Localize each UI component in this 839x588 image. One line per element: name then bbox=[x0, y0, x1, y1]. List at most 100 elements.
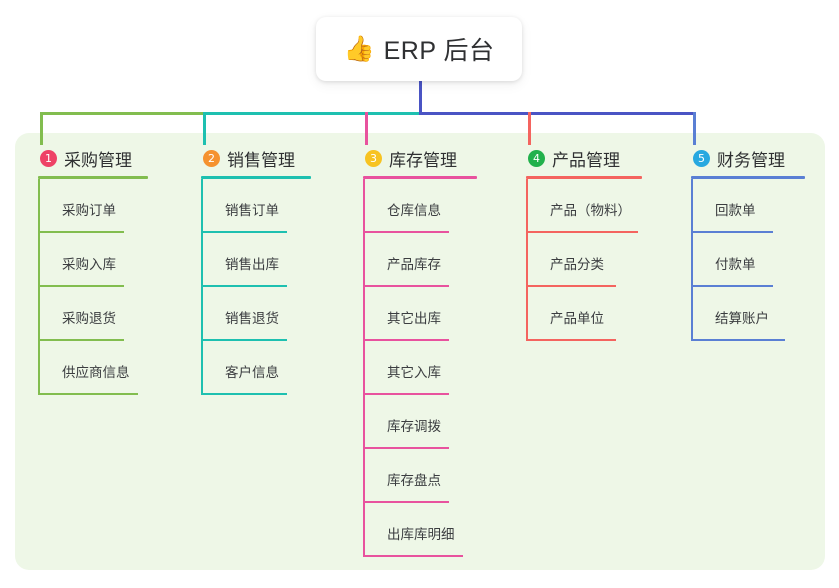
mindmap-item-underline bbox=[363, 393, 449, 395]
mindmap-panel bbox=[15, 133, 825, 570]
number-badge-icon: 1 bbox=[40, 149, 57, 167]
branch-spine bbox=[38, 179, 40, 395]
mindmap-item-label: 产品（物料） bbox=[550, 203, 631, 218]
mindmap-item-label: 客户信息 bbox=[225, 365, 279, 380]
column-underline bbox=[363, 176, 477, 179]
mindmap-item[interactable]: 采购订单 bbox=[38, 179, 148, 233]
branch-spine bbox=[363, 179, 365, 557]
mindmap-item[interactable]: 付款单 bbox=[691, 233, 805, 287]
mindmap-item[interactable]: 库存盘点 bbox=[363, 449, 477, 503]
mindmap-item-underline bbox=[526, 285, 616, 287]
column-items: 采购订单采购入库采购退货供应商信息 bbox=[38, 179, 148, 395]
mindmap-item[interactable]: 其它入库 bbox=[363, 341, 477, 395]
mindmap-item[interactable]: 销售出库 bbox=[201, 233, 311, 287]
column-underline bbox=[526, 176, 642, 179]
root-title: ERP 后台 bbox=[383, 37, 495, 65]
mindmap-item[interactable]: 结算账户 bbox=[691, 287, 805, 341]
mindmap-item[interactable]: 产品分类 bbox=[526, 233, 642, 287]
column-header-5[interactable]: 5 财务管理 bbox=[691, 145, 805, 171]
root-node[interactable]: 👍 ERP 后台 bbox=[316, 17, 522, 81]
mindmap-item[interactable]: 回款单 bbox=[691, 179, 805, 233]
column-items: 产品（物料） 产品分类产品单位 bbox=[526, 179, 642, 341]
connector-root-drop bbox=[419, 81, 422, 115]
connector-bus-purple bbox=[419, 112, 696, 115]
mindmap-item-label: 其它出库 bbox=[387, 311, 441, 326]
mindmap-item[interactable]: 产品库存 bbox=[363, 233, 477, 287]
mindmap-item[interactable]: 采购入库 bbox=[38, 233, 148, 287]
mindmap-item[interactable]: 出库库明细 bbox=[363, 503, 477, 557]
mindmap-item-label: 付款单 bbox=[715, 257, 756, 272]
mindmap-item-underline bbox=[363, 447, 449, 449]
mindmap-item[interactable]: 仓库信息 bbox=[363, 179, 477, 233]
mindmap-item-underline bbox=[691, 285, 773, 287]
mindmap-item[interactable]: 销售订单 bbox=[201, 179, 311, 233]
mindmap-item-label: 采购入库 bbox=[62, 257, 116, 272]
mindmap-item-label: 库存盘点 bbox=[387, 473, 441, 488]
mindmap-item-underline bbox=[526, 339, 616, 341]
connector-drop-3 bbox=[365, 112, 368, 145]
column-underline bbox=[691, 176, 805, 179]
column-items: 回款单付款单结算账户 bbox=[691, 179, 805, 341]
mindmap-item-label: 销售订单 bbox=[225, 203, 279, 218]
mindmap-item-label: 采购退货 bbox=[62, 311, 116, 326]
column-underline bbox=[38, 176, 148, 179]
mindmap-item-underline bbox=[38, 285, 124, 287]
mindmap-item-underline bbox=[526, 231, 638, 233]
mindmap-item-underline bbox=[691, 339, 785, 341]
mindmap-item-underline bbox=[201, 285, 287, 287]
mindmap-item-label: 回款单 bbox=[715, 203, 756, 218]
column-title: 采购管理 bbox=[64, 150, 132, 170]
mindmap-column: 1 采购管理采购订单采购入库采购退货供应商信息 bbox=[38, 145, 148, 395]
mindmap-item-label: 库存调拨 bbox=[387, 419, 441, 434]
mindmap-item-label: 其它入库 bbox=[387, 365, 441, 380]
mindmap-item-underline bbox=[38, 339, 124, 341]
mindmap-item-underline bbox=[363, 285, 449, 287]
mindmap-item[interactable]: 供应商信息 bbox=[38, 341, 148, 395]
branch-spine bbox=[691, 179, 693, 341]
column-title: 库存管理 bbox=[389, 150, 457, 170]
mindmap-item[interactable]: 库存调拨 bbox=[363, 395, 477, 449]
mindmap-item[interactable]: 产品（物料） bbox=[526, 179, 642, 233]
connector-bus-teal bbox=[203, 112, 422, 115]
column-header-1[interactable]: 1 采购管理 bbox=[38, 145, 148, 171]
number-badge-icon: 5 bbox=[693, 149, 710, 167]
mindmap-item-underline bbox=[201, 339, 287, 341]
mindmap-item-label: 销售出库 bbox=[225, 257, 279, 272]
mindmap-item[interactable]: 其它出库 bbox=[363, 287, 477, 341]
mindmap-item-label: 销售退货 bbox=[225, 311, 279, 326]
connector-drop-2 bbox=[203, 112, 206, 145]
connector-drop-5 bbox=[693, 112, 696, 145]
mindmap-item-underline bbox=[201, 231, 287, 233]
branch-spine bbox=[201, 179, 203, 395]
mindmap-item-label: 结算账户 bbox=[715, 311, 769, 326]
mindmap-item-label: 仓库信息 bbox=[387, 203, 441, 218]
mindmap-item[interactable]: 销售退货 bbox=[201, 287, 311, 341]
column-title: 财务管理 bbox=[717, 150, 785, 170]
thumbs-up-icon: 👍 bbox=[343, 34, 375, 63]
mindmap-item-underline bbox=[363, 339, 449, 341]
mindmap-item[interactable]: 客户信息 bbox=[201, 341, 311, 395]
column-items: 销售订单销售出库销售退货客户信息 bbox=[201, 179, 311, 395]
mindmap-item-underline bbox=[363, 555, 463, 557]
number-badge-icon: 2 bbox=[203, 149, 220, 167]
mindmap-item-label: 出库库明细 bbox=[387, 527, 455, 542]
mindmap-item-label: 产品库存 bbox=[387, 257, 441, 272]
mindmap-item[interactable]: 采购退货 bbox=[38, 287, 148, 341]
column-underline bbox=[201, 176, 311, 179]
number-badge-icon: 4 bbox=[528, 149, 545, 167]
mindmap-item-underline bbox=[201, 393, 287, 395]
connector-bus-green bbox=[40, 112, 206, 115]
mindmap-item-label: 采购订单 bbox=[62, 203, 116, 218]
mindmap-item[interactable]: 产品单位 bbox=[526, 287, 642, 341]
connector-drop-1 bbox=[40, 112, 43, 145]
branch-spine bbox=[526, 179, 528, 341]
mindmap-item-underline bbox=[691, 231, 773, 233]
mindmap-item-label: 供应商信息 bbox=[62, 365, 130, 380]
